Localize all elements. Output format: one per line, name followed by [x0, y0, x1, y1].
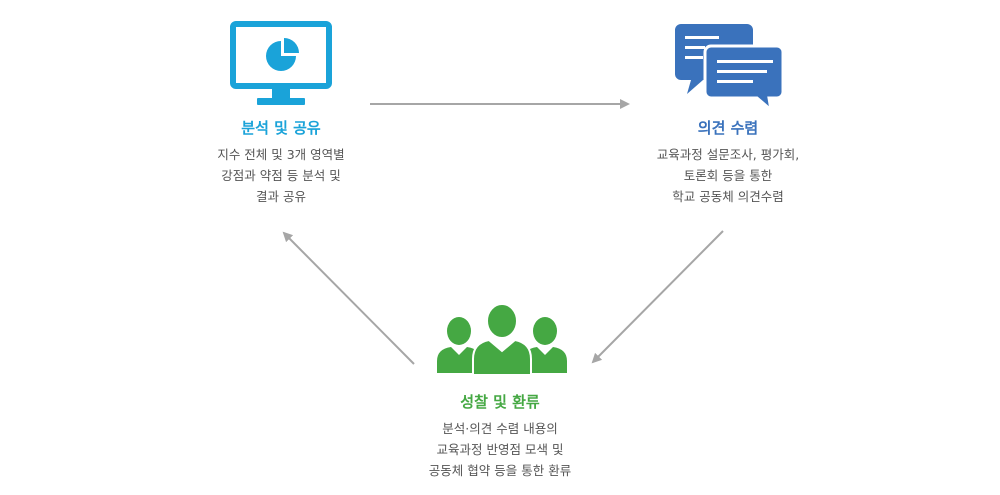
arrow-reflection-to-analysis [282, 231, 415, 365]
node-analysis-line: 강점과 약점 등 분석 및 [221, 168, 341, 183]
node-reflection-line: 공동체 협약 등을 통한 환류 [428, 463, 572, 478]
monitor-pie-chart-icon [230, 21, 332, 105]
node-analysis-description: 지수 전체 및 3개 영역별 강점과 약점 등 분석 및 결과 공유 [151, 144, 411, 207]
node-reflection: 성찰 및 환류 분석·의견 수렴 내용의 교육과정 반영점 모색 및 공동체 협… [370, 392, 630, 481]
speech-bubbles-icon [675, 24, 785, 112]
node-reflection-title: 성찰 및 환류 [460, 393, 540, 411]
node-reflection-description: 분석·의견 수렴 내용의 교육과정 반영점 모색 및 공동체 협약 등을 통한 … [370, 418, 630, 481]
node-opinion-title: 의견 수렴 [697, 119, 759, 137]
node-analysis-line: 결과 공유 [256, 189, 306, 204]
node-opinion-line: 교육과정 설문조사, 평가회, [656, 147, 800, 162]
people-group-icon [437, 303, 567, 375]
node-analysis-title: 분석 및 공유 [241, 119, 321, 137]
arrow-opinion-to-reflection [591, 230, 724, 364]
node-analysis-line: 지수 전체 및 3개 영역별 [217, 147, 345, 162]
node-opinion-line: 학교 공동체 의견수렴 [672, 189, 784, 204]
node-opinion: 의견 수렴 교육과정 설문조사, 평가회, 토론회 등을 통한 학교 공동체 의… [598, 118, 858, 207]
node-reflection-line: 교육과정 반영점 모색 및 [436, 442, 564, 457]
node-reflection-line: 분석·의견 수렴 내용의 [442, 421, 558, 436]
node-opinion-line: 토론회 등을 통한 [683, 168, 773, 183]
node-opinion-description: 교육과정 설문조사, 평가회, 토론회 등을 통한 학교 공동체 의견수렴 [598, 144, 858, 207]
node-analysis: 분석 및 공유 지수 전체 및 3개 영역별 강점과 약점 등 분석 및 결과 … [151, 118, 411, 207]
